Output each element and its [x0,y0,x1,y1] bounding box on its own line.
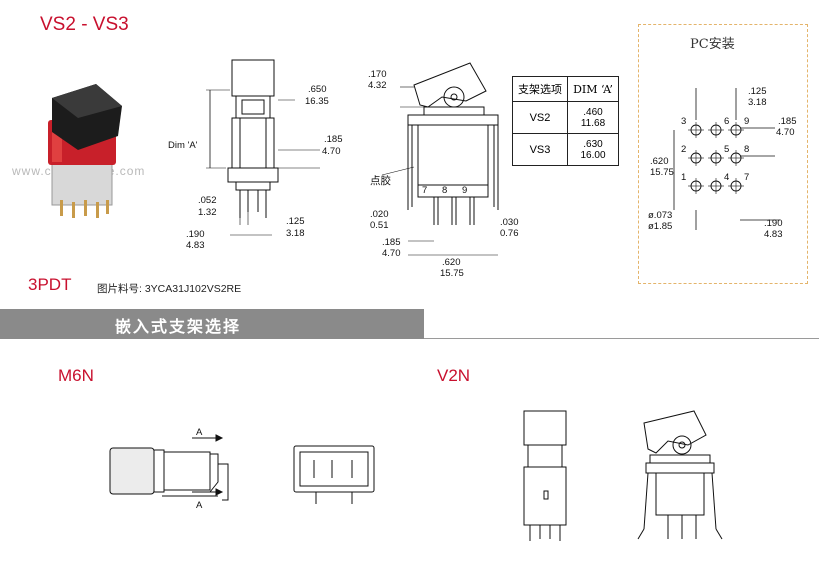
side-top-mm: 4.32 [368,80,387,91]
part-number: 图片料号: 3YCA31J102VS2RE [97,283,242,295]
series-title: VS2 - VS3 [40,14,129,35]
side-pin-9: 9 [462,185,467,196]
dim-a-table: 支架选项 DIM ‘A’ VS2 .460 11.68 VS3 .630 16.… [512,76,619,166]
table-dim-value: .630 16.00 [567,133,619,166]
table-option: VS2 [512,101,568,134]
pc-col-pitch-inch: .125 [748,86,767,97]
front-pin-off-inch: .190 [186,229,205,240]
pc-pin-number: 6 [724,116,729,127]
pc-row-pitch-inch: .185 [778,116,797,127]
dim-a-label: Dim 'A' [168,140,198,151]
table-dim-value: .460 11.68 [567,101,619,134]
pc-pin-number: 9 [744,116,749,127]
front-width-inch: .650 [308,84,327,95]
pc-row-pitch-mm: 4.70 [776,127,795,138]
pc-hole-pattern: 3 6 9 2 5 8 1 4 7 .125 3.18 .185 4.70 .620 15.75… [648,86,797,240]
product-photo [48,84,122,218]
side-pin-t-mm: 0.51 [370,220,389,231]
side-top-inch: .170 [368,69,387,80]
pc-pin-number: 1 [681,172,686,183]
pc-hole-mm: ø1.85 [648,221,672,232]
pc-offset-mm: 4.83 [764,229,783,240]
pc-pin-number: 2 [681,144,686,155]
front-width-mm: 16.35 [305,96,329,107]
table-header-option: 支架选项 [512,76,568,102]
pc-pin-number: 7 [744,172,749,183]
section-letter-bottom: A [196,500,203,511]
side-pin-7: 7 [422,185,427,196]
pc-hole-inch: ø.073 [648,210,672,221]
divider [424,338,819,339]
table-row: VS3 .630 16.00 [512,133,619,166]
pc-holes: 3 6 9 2 5 8 1 4 7 [681,116,749,194]
front-pin-row-inch: .185 [324,134,343,145]
pc-pin-number: 4 [724,172,729,183]
glue-label: 点胶 [370,174,391,187]
pc-col-pitch-mm: 3.18 [748,97,767,108]
table-header-dim: DIM ‘A’ [567,76,619,102]
front-pin-w-mm: 1.32 [198,207,217,218]
side-width-mm: 15.75 [440,268,464,279]
side-width-inch: .620 [442,257,461,268]
side-pin-w-inch: .030 [500,217,519,228]
side-pin-w-mm: 0.76 [500,228,519,239]
pc-height-mm: 15.75 [650,167,674,178]
v2n-drawing [523,410,723,541]
pc-pin-number: 8 [744,144,749,155]
side-view-drawing: .170 4.32 点胶 7 8 9 .020 0.51 .030 0.76 .… [368,62,519,279]
pole-type-label: 3PDT [28,275,72,294]
mount-option-v2n: V2N [437,366,471,385]
side-row-mm: 4.70 [382,248,401,259]
mounting-banner [0,309,424,339]
pc-pin-number: 3 [681,116,686,127]
section-letter-top: A [196,427,203,438]
pc-layout-title: PC安装 [690,37,735,52]
side-row-inch: .185 [382,237,401,248]
front-view-drawing: .650 16.35 Dim 'A' .185 4.70 .052 1.32 .… [168,59,343,251]
mount-option-m6n: M6N [58,366,94,385]
side-pin-t-inch: .020 [370,209,389,220]
front-pin-pitch-inch: .125 [286,216,305,227]
m6n-drawing: A A [109,427,375,511]
side-pin-8: 8 [442,185,447,196]
front-pin-row-mm: 4.70 [322,146,341,157]
pc-offset-inch: .190 [764,218,783,229]
pc-pin-number: 5 [724,144,729,155]
pc-height-inch: .620 [650,156,669,167]
front-pin-pitch-mm: 3.18 [286,228,305,239]
pc-layout-box [638,24,808,284]
table-row: VS2 .460 11.68 [512,101,619,134]
mounting-banner-title: 嵌入式支架选择 [115,317,242,336]
front-pin-off-mm: 4.83 [186,240,205,251]
front-pin-w-inch: .052 [198,195,217,206]
table-option: VS3 [512,133,568,166]
